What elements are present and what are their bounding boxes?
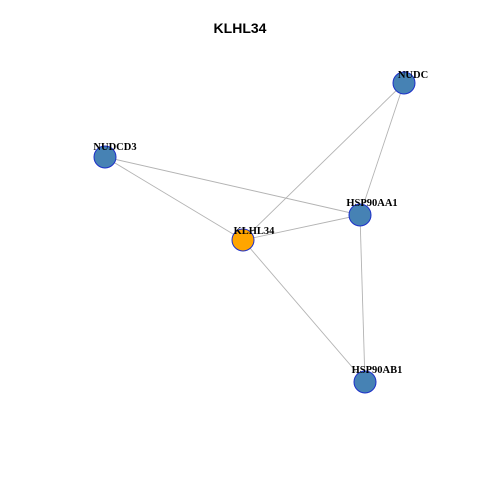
nodes-layer [93,71,416,394]
node-nudc[interactable] [392,71,416,95]
edge-hsp90aa1-hsp90ab1 [359,214,366,383]
node-klhl34[interactable] [231,228,255,252]
node-nudcd3[interactable] [93,145,117,169]
diagram-title: KLHL34 [213,20,267,36]
edge-klhl34-nudcd3 [104,156,244,241]
node-hsp90aa1[interactable] [348,203,372,227]
edges-layer [104,82,405,383]
node-label-nudcd3: NUDCD3 [93,142,136,153]
node-label-nudc: NUDC [398,70,428,81]
edge-klhl34-nudc [242,82,405,241]
edge-klhl34-hsp90ab1 [242,239,366,383]
node-label-hsp90aa1: HSP90AA1 [346,198,397,209]
edge-nudc-hsp90aa1 [359,82,405,216]
node-label-klhl34: KLHL34 [234,226,276,237]
node-hsp90ab1[interactable] [353,370,377,394]
node-label-hsp90ab1: HSP90AB1 [352,365,403,376]
edge-nudcd3-hsp90aa1 [104,156,361,216]
edge-klhl34-hsp90aa1 [242,214,361,241]
